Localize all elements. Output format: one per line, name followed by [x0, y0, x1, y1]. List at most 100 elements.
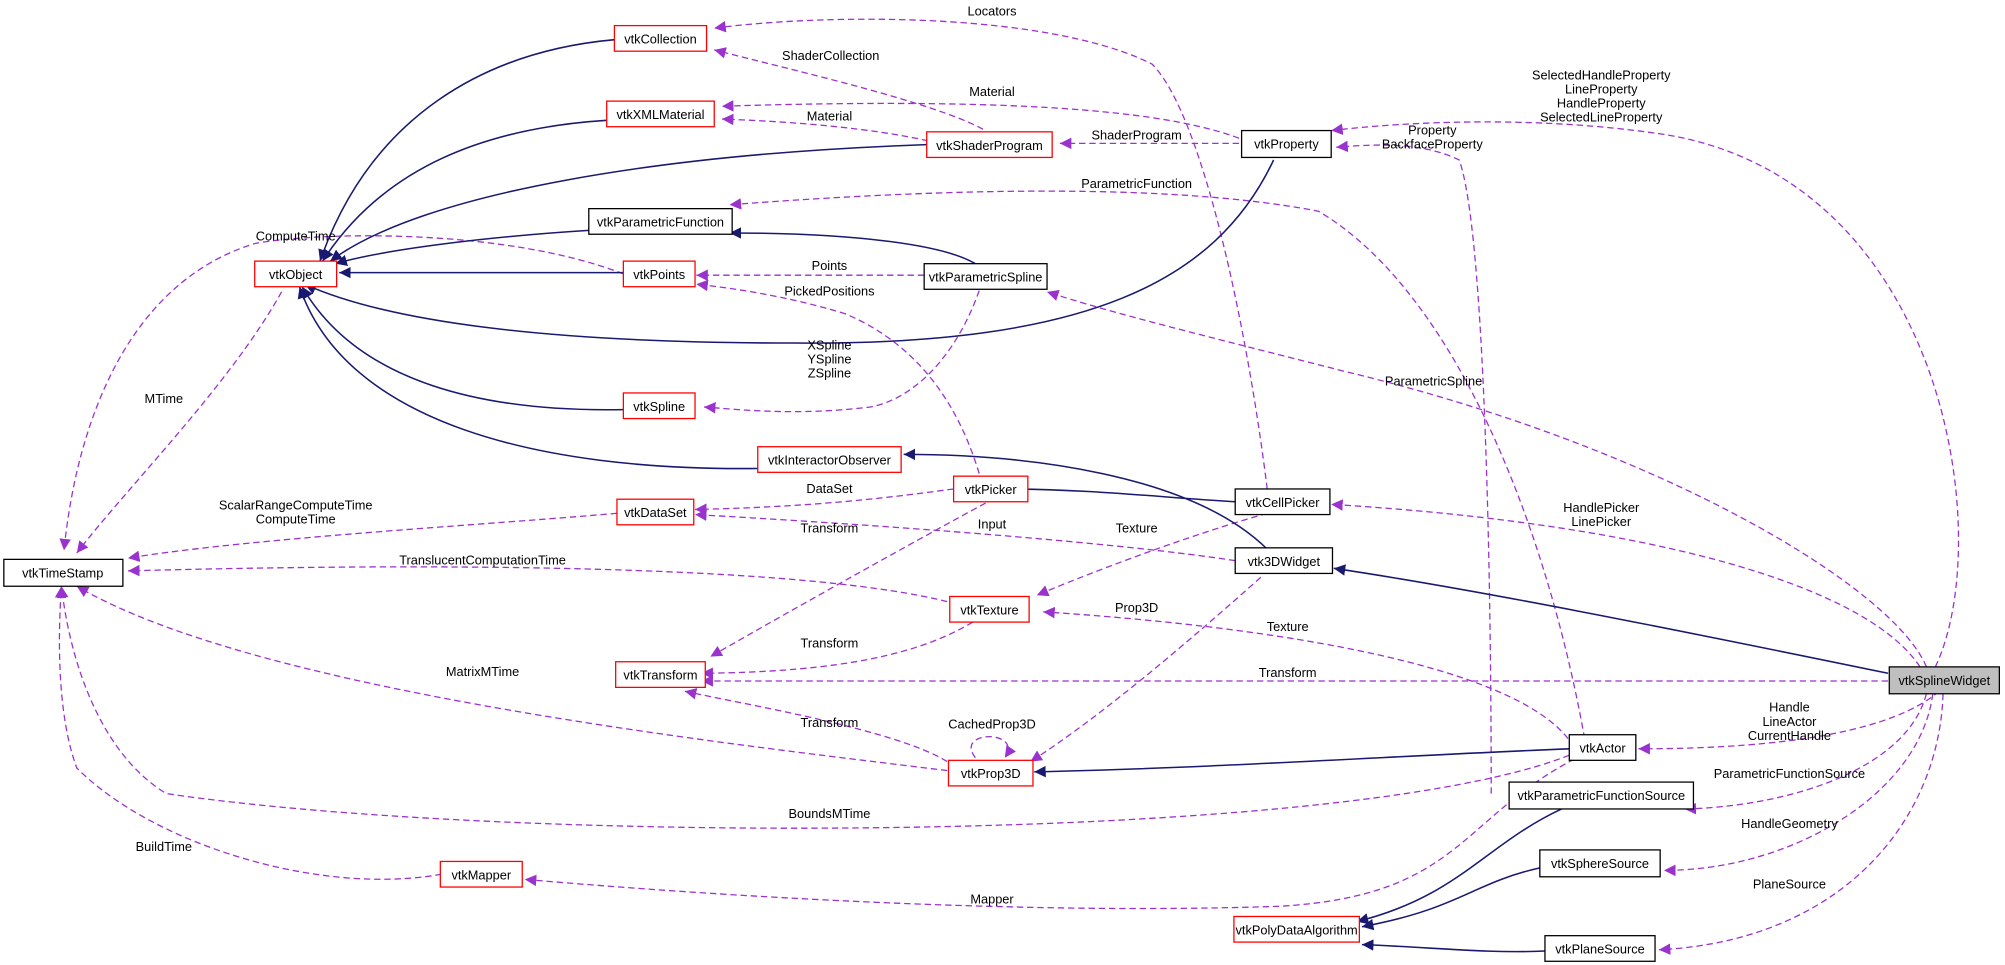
node-label: vtkSphereSource: [1551, 856, 1649, 871]
node-vtkObject[interactable]: vtkObject: [254, 260, 338, 288]
node-vtkCellPicker[interactable]: vtkCellPicker: [1234, 488, 1331, 516]
label-shader-program: ShaderProgram: [1092, 128, 1182, 143]
edge-shader-collection: [714, 47, 984, 130]
edge-splines: [703, 290, 980, 414]
node-label: vtkDataSet: [624, 505, 687, 520]
edge-transform-prop3d: [684, 688, 948, 763]
edge-handle-picker: [1331, 499, 1921, 668]
node-label: vtkActor: [1579, 741, 1626, 756]
edge-material-property: [721, 100, 1240, 139]
label-cached-prop3d: CachedProp3D: [948, 716, 1035, 731]
usage-edges: [54, 18, 1960, 955]
label-prop3d: Prop3D: [1115, 600, 1158, 615]
node-label: vtkMapper: [451, 867, 511, 882]
label-selected-handle-property: SelectedHandleProperty: [1532, 67, 1671, 82]
label-plane-source: PlaneSource: [1753, 876, 1826, 891]
node-vtkParametricSpline[interactable]: vtkParametricSpline: [923, 263, 1048, 290]
label-line-actor: LineActor: [1762, 714, 1817, 729]
node-vtkPicker[interactable]: vtkPicker: [952, 475, 1029, 503]
node-label: vtkPicker: [965, 482, 1018, 497]
label-material-mid: Material: [807, 108, 852, 123]
node-vtkSpline[interactable]: vtkSpline: [622, 392, 696, 420]
label-handle-property: HandleProperty: [1557, 96, 1646, 111]
inherit-parametricfunction-object: [335, 229, 589, 267]
edge-labels: Locators ShaderCollection Material Mater…: [136, 3, 1865, 906]
node-vtkProperty[interactable]: vtkProperty: [1240, 129, 1332, 159]
node-label: vtkParametricSpline: [929, 270, 1043, 285]
node-vtkMapper[interactable]: vtkMapper: [439, 860, 523, 888]
label-mapper: Mapper: [970, 892, 1014, 907]
node-vtkPlaneSource[interactable]: vtkPlaneSource: [1544, 935, 1656, 962]
node-label: vtkProperty: [1254, 136, 1319, 151]
node-vtkTimeStamp[interactable]: vtkTimeStamp: [3, 558, 124, 587]
node-vtkCollection[interactable]: vtkCollection: [613, 24, 708, 52]
node-vtk3DWidget[interactable]: vtk3DWidget: [1234, 547, 1334, 575]
label-transform-widget: Transform: [1259, 665, 1317, 680]
node-label: vtkTexture: [960, 602, 1018, 617]
node-vtkDataSet[interactable]: vtkDataSet: [616, 498, 695, 526]
node-vtkTransform[interactable]: vtkTransform: [615, 661, 706, 688]
node-vtkSphereSource[interactable]: vtkSphereSource: [1539, 849, 1661, 878]
label-compute-time-2: ComputeTime: [256, 512, 336, 527]
node-label: vtkShaderProgram: [936, 138, 1043, 153]
node-label: vtkParametricFunctionSource: [1517, 788, 1685, 803]
inherit-spline-object: [301, 286, 624, 411]
label-selected-line-property: SelectedLineProperty: [1540, 110, 1663, 125]
node-vtkXMLMaterial[interactable]: vtkXMLMaterial: [606, 100, 715, 128]
node-label: vtkInteractorObserver: [768, 453, 892, 468]
edge-parametric-spline: [1046, 289, 1927, 668]
node-label: vtkCollection: [624, 32, 696, 47]
node-vtkActor[interactable]: vtkActor: [1568, 734, 1637, 761]
label-texture-cellpicker: Texture: [1116, 520, 1158, 535]
inherit-parametricspline-parametricfunction: [729, 227, 980, 267]
inherit-pfs-polydataalgorithm: [1356, 808, 1562, 925]
node-vtkSplineWidget[interactable]: vtkSplineWidget: [1888, 666, 2000, 695]
edge-picked-positions: [696, 279, 980, 474]
node-vtkInteractorObserver[interactable]: vtkInteractorObserver: [757, 446, 902, 473]
node-vtkTexture[interactable]: vtkTexture: [949, 595, 1030, 623]
node-label: vtkSplineWidget: [1898, 673, 1990, 688]
label-scalar-range-compute-time: ScalarRangeComputeTime: [219, 497, 373, 512]
label-transform-picker: Transform: [801, 520, 859, 535]
label-parametric-function-source: ParametricFunctionSource: [1714, 766, 1865, 781]
edge-texture-actor: [1043, 606, 1569, 739]
inherit-splinewidget-3dwidget: [1333, 564, 1889, 675]
inherit-property-object: [304, 159, 1275, 344]
node-vtkPoints[interactable]: vtkPoints: [622, 260, 696, 288]
inherit-shaderprogram-object: [329, 143, 927, 262]
node-label: vtkTimeStamp: [22, 565, 103, 580]
label-backface-property: BackfaceProperty: [1382, 136, 1483, 151]
label-transform-texture: Transform: [801, 636, 859, 651]
edge-compute-time-points: [59, 235, 624, 551]
node-label: vtkSpline: [633, 399, 685, 414]
edge-translucent-time: [127, 564, 948, 603]
label-xspline: XSpline: [807, 337, 851, 352]
edge-material-shader: [721, 113, 929, 142]
edge-transform-picker: [710, 502, 986, 658]
label-parametric-function: ParametricFunction: [1081, 176, 1192, 191]
label-translucent-computation-time: TranslucentComputationTime: [399, 552, 566, 567]
inherit-plane-polydataalgorithm: [1361, 939, 1545, 953]
label-handle: Handle: [1769, 700, 1810, 715]
node-vtkPolyDataAlgorithm[interactable]: vtkPolyDataAlgorithm: [1233, 915, 1360, 943]
node-label: vtkPlaneSource: [1555, 942, 1645, 957]
node-vtkProp3D[interactable]: vtkProp3D: [947, 759, 1034, 787]
edge-prop3d: [1030, 576, 1262, 763]
inherit-sphere-polydataalgorithm: [1361, 867, 1541, 931]
label-line-picker: LinePicker: [1571, 514, 1631, 529]
label-matrix-mtime: MatrixMTime: [446, 664, 519, 679]
node-vtkShaderProgram[interactable]: vtkShaderProgram: [926, 131, 1053, 159]
edge-input: [695, 509, 1236, 562]
label-line-property: LineProperty: [1565, 81, 1638, 96]
node-label: vtkPolyDataAlgorithm: [1236, 922, 1358, 937]
label-yspline: YSpline: [807, 352, 851, 367]
label-material-top: Material: [969, 84, 1014, 99]
label-zspline: ZSpline: [808, 366, 851, 381]
inherit-collection-object: [318, 38, 615, 262]
edge-mtime: [76, 291, 283, 554]
node-vtkParametricFunctionSource[interactable]: vtkParametricFunctionSource: [1508, 781, 1695, 810]
node-vtkParametricFunction[interactable]: vtkParametricFunction: [588, 207, 733, 235]
inherit-actor-prop3d: [1034, 748, 1570, 778]
